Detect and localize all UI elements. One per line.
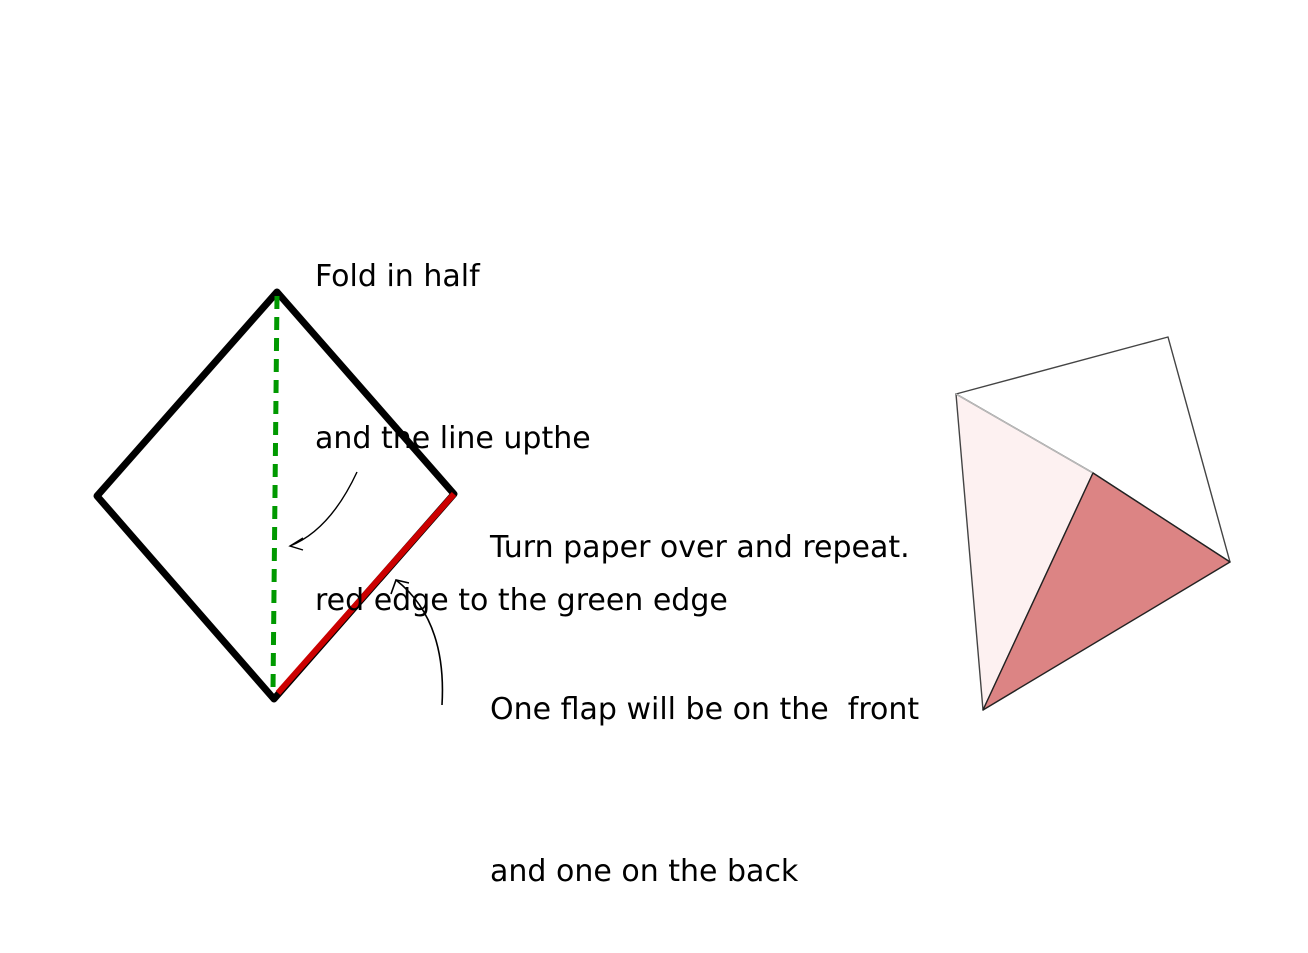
fold-arrow-large — [390, 579, 444, 706]
step1-diagram — [93, 288, 458, 706]
step1-line-2: and the line upthe — [315, 421, 591, 456]
step2-line-3: and one on the back — [490, 854, 799, 889]
crease-line — [955, 393, 1094, 474]
origami-diagram — [93, 288, 1231, 711]
front-flap — [982, 472, 1231, 711]
step1-line-3: red edge to the green edge — [315, 583, 728, 618]
step2-line-2: One flap will be on the front — [490, 692, 920, 727]
fold-arrow-small — [288, 471, 358, 551]
step2-line-1: Turn paper over and repeat. — [490, 530, 910, 565]
step2-diagram — [955, 336, 1231, 711]
step1-instruction: Fold in half and the line upthe red edge… — [315, 142, 728, 682]
red-edge — [275, 492, 457, 695]
step2-instruction: Turn paper over and repeat. One flap wil… — [490, 413, 919, 953]
green-fold-line — [270, 295, 280, 691]
step1-line-1: Fold in half — [315, 259, 480, 294]
